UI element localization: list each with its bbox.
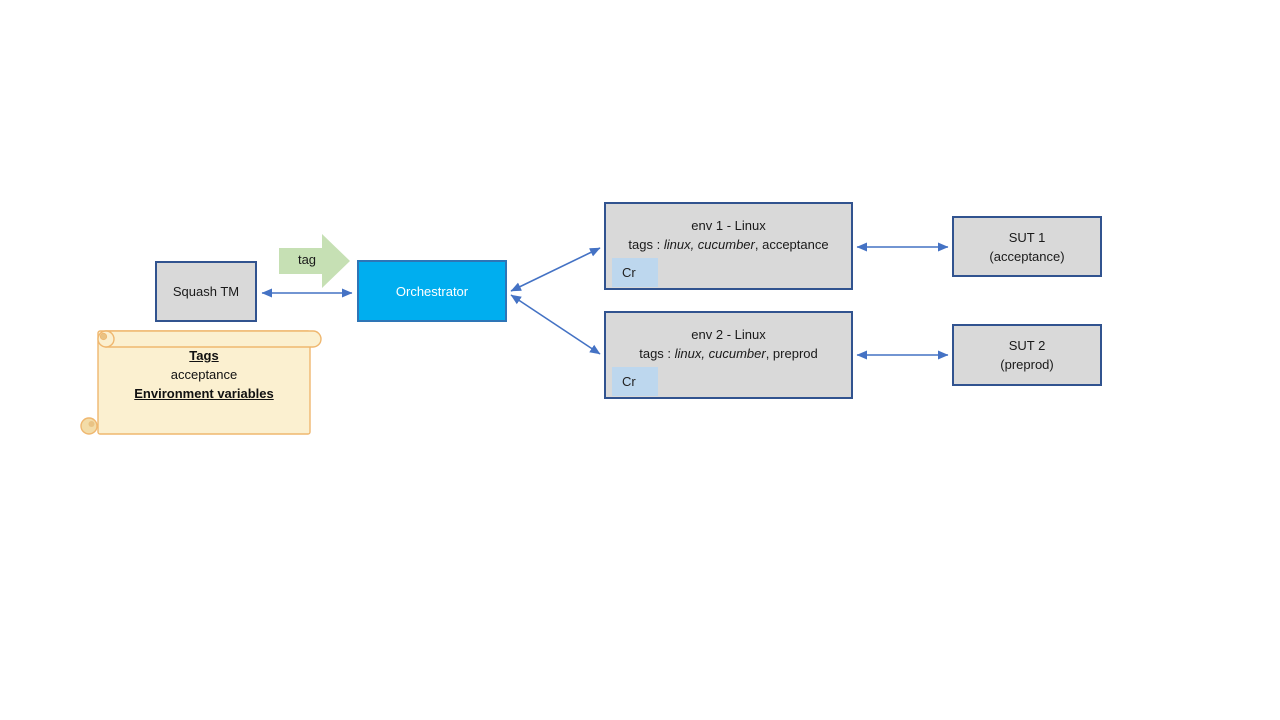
env1-box: env 1 - Linux tags : linux, cucumber, ac…: [604, 202, 853, 290]
sut1-subtitle: (acceptance): [989, 248, 1065, 264]
connector-orchestrator-env1: [510, 247, 601, 292]
orchestrator-label: Orchestrator: [395, 283, 469, 299]
scroll-note: Tags acceptance Environment variables: [98, 346, 310, 403]
env1-title: env 1 - Linux: [691, 218, 766, 233]
sut2-subtitle: (preprod): [1000, 357, 1054, 372]
env2-tags-rest: , preprod: [765, 346, 818, 361]
squash-tm-label: Squash TM: [172, 284, 240, 299]
env1-tags-italic: linux, cucumber: [663, 237, 755, 252]
scroll-note-acceptance: acceptance: [170, 367, 238, 382]
squash-tm-box: Squash TM: [155, 261, 257, 322]
env1-tags-rest: , acceptance: [754, 237, 829, 252]
env1-tags-prefix: tags :: [628, 237, 664, 252]
env2-tags-italic: linux, cucumber: [674, 346, 766, 361]
env2-cr-badge: Cr: [612, 367, 658, 396]
scroll-note-title: Tags: [189, 348, 219, 363]
connector-orchestrator-env2: [510, 294, 601, 355]
sut2-box: SUT 2 (preprod): [952, 324, 1102, 386]
env2-tags-prefix: tags :: [639, 346, 675, 361]
orchestrator-box: Orchestrator: [357, 260, 507, 322]
sut1-title: SUT 1: [1008, 229, 1046, 245]
sut2-title: SUT 2: [1008, 338, 1046, 353]
env2-title: env 2 - Linux: [691, 327, 766, 342]
env1-tags: tags : linux, cucumber, acceptance: [606, 235, 851, 254]
scroll-note-environment-variables: Environment variables: [134, 386, 274, 401]
env1-cr-badge: Cr: [612, 258, 658, 287]
tag-arrow-label: tag: [297, 252, 317, 267]
sut1-box: SUT 1 (acceptance): [952, 216, 1102, 277]
env2-box: env 2 - Linux tags : linux, cucumber, pr…: [604, 311, 853, 399]
env2-tags: tags : linux, cucumber, preprod: [606, 344, 851, 363]
